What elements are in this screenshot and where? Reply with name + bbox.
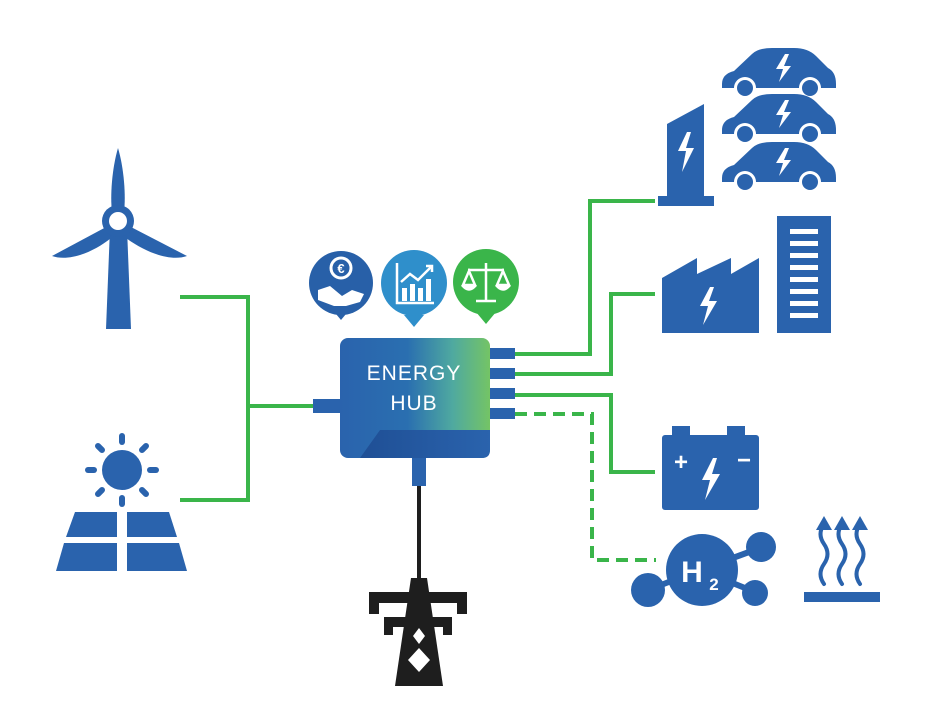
hydrogen-molecule-icon: H 2 bbox=[631, 532, 776, 607]
electric-car-icon bbox=[722, 142, 836, 193]
battery-icon: + − bbox=[662, 426, 759, 510]
regulation-badge bbox=[453, 249, 519, 324]
electric-cars-icon bbox=[722, 48, 836, 193]
ev-charging-station-icon bbox=[658, 104, 714, 206]
solar-line bbox=[180, 406, 250, 502]
rising-chart-icon bbox=[395, 263, 434, 305]
factory-icon bbox=[662, 258, 759, 333]
connection-lines bbox=[180, 199, 656, 588]
hydrogen-subscript: 2 bbox=[709, 575, 718, 594]
battery-plus-sign: + bbox=[674, 449, 688, 476]
ev-line bbox=[515, 199, 655, 356]
finance-badge: € bbox=[309, 251, 373, 320]
hydrogen-line bbox=[515, 412, 656, 562]
battery-line bbox=[515, 393, 655, 474]
heat-icon bbox=[804, 516, 880, 602]
solar-panel-icon bbox=[56, 433, 187, 571]
power-pylon-icon bbox=[369, 578, 467, 686]
hub-title-line1: ENERGY bbox=[367, 362, 462, 385]
euro-handshake-icon: € bbox=[318, 256, 364, 306]
energy-hub-box: ENERGY HUB bbox=[313, 338, 515, 486]
svg-text:€: € bbox=[337, 261, 344, 276]
electric-car-icon bbox=[722, 48, 836, 99]
industry-line bbox=[515, 292, 655, 376]
electric-car-icon bbox=[722, 94, 836, 145]
office-building-icon bbox=[777, 216, 831, 333]
battery-minus-sign: − bbox=[737, 447, 751, 474]
wind-line bbox=[180, 295, 318, 408]
hydrogen-symbol: H bbox=[681, 556, 703, 589]
balance-scale-icon bbox=[461, 263, 511, 303]
sun-icon bbox=[102, 450, 142, 490]
wind-turbine-icon bbox=[52, 148, 187, 329]
hub-title-line2: HUB bbox=[390, 392, 437, 415]
analytics-badge bbox=[381, 250, 447, 327]
